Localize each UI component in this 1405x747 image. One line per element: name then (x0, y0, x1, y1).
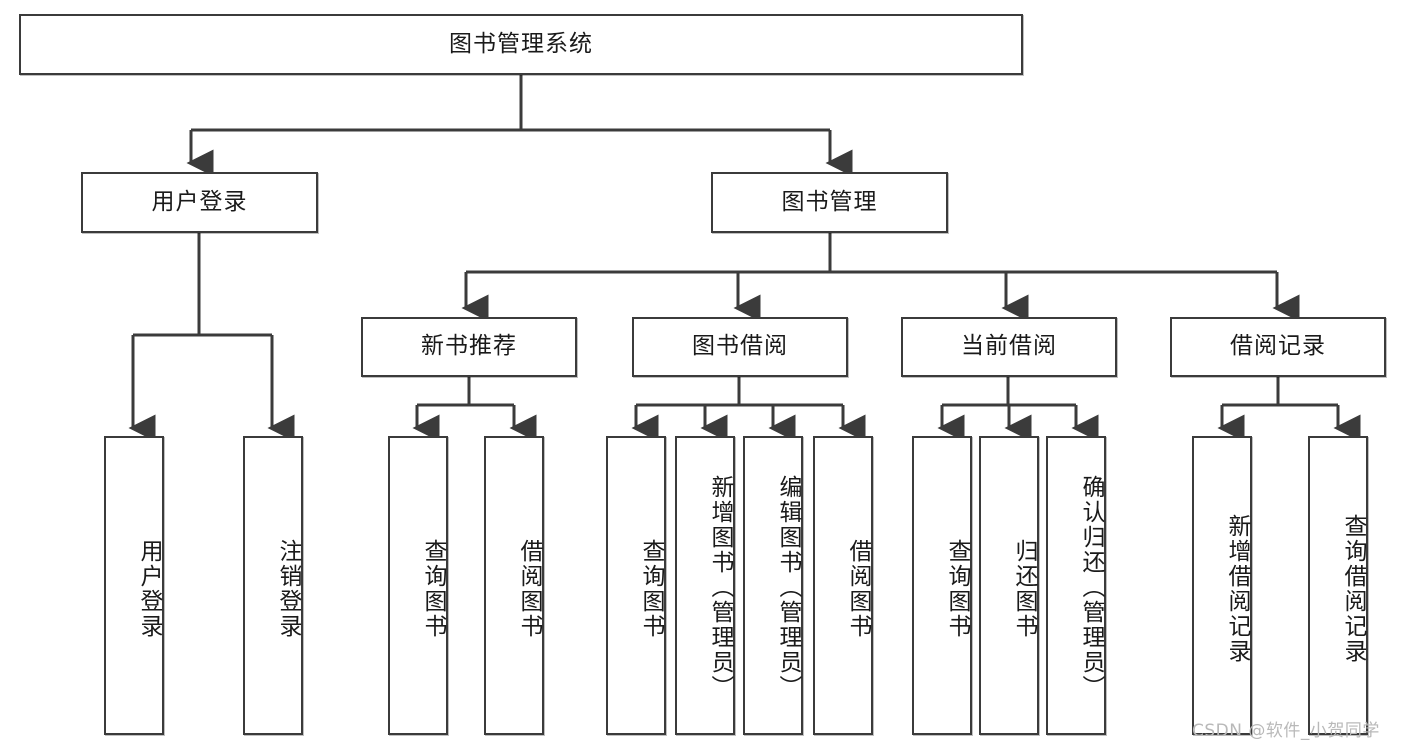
leaf-add-book-admin-label: 新增图书（管理员） (707, 475, 733, 700)
node-book-management[interactable]: 图书管理 (711, 172, 948, 233)
leaf-confirm-return-admin[interactable]: 确认归还（管理员） (1046, 436, 1106, 735)
leaf-query-book-borrow[interactable]: 查询图书 (606, 436, 666, 735)
watermark: CSDN @软件_小贺同学 (1192, 721, 1380, 741)
leaf-add-book-admin[interactable]: 新增图书（管理员） (675, 436, 735, 735)
leaf-user-login[interactable]: 用户登录 (104, 436, 164, 735)
leaf-query-book-current-label: 查询图书 (944, 538, 970, 639)
leaf-return-book-label: 归还图书 (1011, 538, 1037, 639)
leaf-borrow-book-label: 借阅图书 (845, 538, 871, 639)
leaf-logout-label: 注销登录 (275, 538, 301, 639)
leaf-borrow-book-recommend[interactable]: 借阅图书 (484, 436, 544, 735)
leaf-logout[interactable]: 注销登录 (243, 436, 303, 735)
leaf-query-book-recommend-label: 查询图书 (420, 538, 446, 639)
leaf-borrow-book[interactable]: 借阅图书 (813, 436, 873, 735)
node-root-label: 图书管理系统 (449, 30, 593, 57)
leaf-return-book[interactable]: 归还图书 (979, 436, 1039, 735)
leaf-add-borrow-record[interactable]: 新增借阅记录 (1192, 436, 1252, 735)
node-user-login-label: 用户登录 (151, 188, 248, 215)
node-book-borrow-label: 图书借阅 (692, 333, 788, 360)
node-borrow-record-label: 借阅记录 (1230, 333, 1326, 360)
leaf-add-borrow-record-label: 新增借阅记录 (1224, 513, 1250, 664)
leaf-edit-book-admin[interactable]: 编辑图书（管理员） (743, 436, 803, 735)
node-book-borrow[interactable]: 图书借阅 (632, 317, 848, 377)
node-borrow-record[interactable]: 借阅记录 (1170, 317, 1386, 377)
leaf-borrow-book-recommend-label: 借阅图书 (516, 538, 542, 639)
node-root[interactable]: 图书管理系统 (19, 14, 1023, 75)
node-current-borrow-label: 当前借阅 (961, 333, 1057, 360)
leaf-edit-book-admin-label: 编辑图书（管理员） (775, 475, 801, 700)
node-new-book-recommend[interactable]: 新书推荐 (361, 317, 577, 377)
leaf-query-borrow-record[interactable]: 查询借阅记录 (1308, 436, 1368, 735)
node-current-borrow[interactable]: 当前借阅 (901, 317, 1117, 377)
leaf-query-book-recommend[interactable]: 查询图书 (388, 436, 448, 735)
leaf-user-login-label: 用户登录 (136, 538, 162, 639)
node-book-management-label: 图书管理 (781, 188, 878, 215)
leaf-query-borrow-record-label: 查询借阅记录 (1340, 513, 1366, 664)
node-user-login[interactable]: 用户登录 (81, 172, 318, 233)
leaf-confirm-return-admin-label: 确认归还（管理员） (1078, 475, 1104, 700)
leaf-query-book-borrow-label: 查询图书 (638, 538, 664, 639)
node-new-book-recommend-label: 新书推荐 (421, 333, 517, 360)
leaf-query-book-current[interactable]: 查询图书 (912, 436, 972, 735)
